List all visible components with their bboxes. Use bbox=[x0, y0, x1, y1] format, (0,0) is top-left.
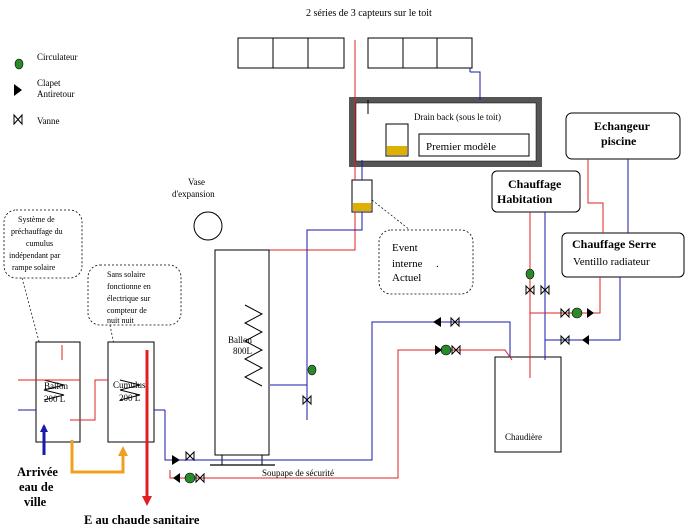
clapet-legend-icon bbox=[14, 84, 22, 96]
echangeur-piscine: Echangeur piscine bbox=[565, 112, 681, 160]
soupape-label: Soupape de sécurité bbox=[262, 468, 334, 478]
echangeur-label-1: Echangeur bbox=[594, 119, 651, 133]
drain-back-box: Drain back (sous le toit) Premier modèle bbox=[349, 97, 542, 167]
note-prechauffage-line-4: indépendant par bbox=[9, 251, 61, 260]
event-label-dot: . bbox=[436, 258, 439, 270]
clapet-icon bbox=[433, 317, 441, 327]
arrivee-label-1: Arrivée bbox=[17, 465, 58, 479]
ballon-800-label-1: Ballon bbox=[228, 335, 252, 345]
vanne-icon bbox=[525, 284, 535, 296]
legend-clapet-label: Clapet bbox=[37, 78, 61, 88]
chauffage-habitation: Chauffage Habitation bbox=[491, 170, 581, 213]
vanne-icon bbox=[450, 316, 460, 328]
circulateur-icon bbox=[184, 472, 196, 484]
legend-circulateur-label: Circulateur bbox=[37, 52, 77, 62]
event-label-2: interne bbox=[392, 258, 423, 270]
circulateur-icon bbox=[571, 307, 583, 319]
roof-collectors bbox=[237, 37, 473, 69]
note-prechauffage: Système de préchauffage du cumulus indép… bbox=[3, 209, 83, 346]
note-cumulus: Sans solaire fonctionne en électrique su… bbox=[87, 264, 182, 346]
habitation-label-1: Chauffage bbox=[508, 177, 562, 191]
note-cumulus-line-4: compteur de bbox=[107, 306, 147, 315]
vase-label-2: d'expansion bbox=[172, 189, 215, 199]
vanne-icon bbox=[302, 394, 312, 406]
vanne-icon bbox=[540, 284, 550, 296]
event-tank bbox=[351, 179, 373, 213]
arrivee-label-3: ville bbox=[24, 495, 47, 509]
note-cumulus-line-3: électrique sur bbox=[107, 294, 151, 303]
note-prechauffage-line-2: préchauffage du bbox=[11, 227, 63, 236]
note-cumulus-line-1: Sans solaire bbox=[107, 270, 146, 279]
chaudiere-label: Chaudière bbox=[505, 432, 542, 442]
note-prechauffage-line-3: cumulus bbox=[26, 239, 53, 248]
ballon-800-label-2: 800L bbox=[233, 346, 252, 356]
circulateur-icon bbox=[440, 344, 452, 356]
event-label-1: Event bbox=[392, 242, 418, 254]
note-prechauffage-line-5: rampe solaire bbox=[12, 263, 56, 272]
vase-label-1: Vase bbox=[188, 177, 205, 187]
drain-back-tank-level bbox=[387, 146, 407, 155]
clapet-icon bbox=[172, 455, 180, 465]
ballon-200-label-2: 200 L bbox=[44, 394, 65, 404]
serre-label-2: Ventillo radiateur bbox=[573, 256, 650, 268]
vanne-icon bbox=[451, 344, 461, 356]
diagram-title: 2 séries de 3 capteurs sur le toit bbox=[306, 8, 432, 19]
cumulus-200-label-1: Cumulus bbox=[113, 380, 146, 390]
habitation-label-2: Habitation bbox=[497, 192, 553, 206]
drain-back-label: Drain back (sous le toit) bbox=[414, 112, 501, 122]
arrivee-label-2: eau de bbox=[19, 480, 54, 494]
note-cumulus-line-5: nuit nuit bbox=[107, 316, 135, 325]
premier-modele-label: Premier modèle bbox=[426, 141, 496, 153]
vase-expansion: Vase d'expansion bbox=[172, 177, 223, 241]
eau-chaude-label: E au chaude sanitaire bbox=[84, 513, 200, 527]
clapet-icon bbox=[582, 335, 589, 345]
prechauffage-link bbox=[70, 440, 128, 474]
circulateur-legend-icon bbox=[14, 58, 24, 70]
vanne-icon bbox=[560, 307, 570, 319]
circulateur-icon bbox=[525, 268, 535, 280]
premier-modele-box bbox=[418, 133, 530, 157]
serre-label-1: Chauffage Serre bbox=[572, 237, 657, 251]
circulateur-icon bbox=[307, 364, 317, 376]
ballon-200-label-1: Ballon bbox=[44, 381, 68, 391]
clapet-icon bbox=[173, 473, 180, 483]
legend-antiretour-label: Antiretour bbox=[37, 89, 75, 99]
vanne-legend-icon bbox=[13, 113, 23, 126]
echangeur-label-2: piscine bbox=[601, 134, 637, 148]
chauffage-serre: Chauffage Serre Ventillo radiateur bbox=[561, 232, 685, 278]
note-cumulus-line-2: fonctionne en bbox=[107, 282, 151, 291]
note-prechauffage-line-1: Système de bbox=[18, 215, 55, 224]
heating-pipes bbox=[18, 159, 629, 479]
clapet-icon bbox=[435, 345, 442, 355]
clapet-icon bbox=[587, 308, 594, 318]
event-callout: Event interne . Actuel bbox=[371, 199, 474, 295]
ballon-800: Ballon 800L bbox=[210, 249, 275, 466]
legend-vanne-label: Vanne bbox=[37, 116, 60, 126]
chaudiere: Chaudière bbox=[494, 356, 562, 453]
vanne-icon bbox=[560, 334, 570, 346]
vanne-icon bbox=[195, 472, 205, 484]
cumulus-200-label-2: 200 L bbox=[119, 393, 140, 403]
vanne-icon bbox=[185, 450, 195, 462]
event-label-3: Actuel bbox=[392, 272, 421, 284]
legend: Circulateur Clapet Antiretour Vanne bbox=[13, 52, 77, 126]
